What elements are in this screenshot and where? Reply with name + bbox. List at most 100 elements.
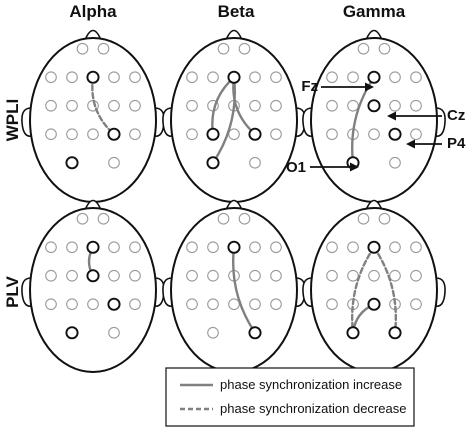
electrode [410,128,422,141]
head-alpha-wpli [21,29,165,203]
electrode [249,71,261,84]
electrode [186,241,198,254]
electrode [45,298,57,311]
electrode [249,99,261,112]
electrode [357,212,370,225]
electrode [87,128,99,141]
annotation-cz-label: Cz [447,107,465,124]
electrode [270,99,282,112]
electrode [410,269,422,282]
electrode-o1-active [65,156,79,170]
electrode [326,241,338,254]
electrode-cz-active [367,99,381,113]
band-title-alpha: Alpha [69,2,117,21]
electrode [347,241,359,254]
electrode [389,99,401,112]
electrode [108,269,120,282]
electrode [410,99,422,112]
electrode [217,212,230,225]
head-outline [310,37,438,203]
electrode [410,71,422,84]
electrode [66,99,78,112]
electrode [368,269,380,282]
annotation-p4-label: P4 [447,135,466,152]
electrode [186,269,198,282]
electrode [66,241,78,254]
electrode [45,99,57,112]
legend-increase-label: phase synchronization increase [220,377,402,392]
electrode-o2-active [388,326,402,340]
electrode [108,71,120,84]
legend-decrease-label: phase synchronization decrease [220,401,406,416]
electrode-annotations: Fz Cz P4 O1 [286,78,466,176]
electrode [87,298,99,311]
electrode [347,269,359,282]
electrode [389,241,401,254]
electrode-o1-active [65,326,79,340]
head-gamma-plv [302,199,446,373]
electrode [207,71,219,84]
electrode [76,212,89,225]
electrode [238,212,251,225]
electrode [45,241,57,254]
electrode [347,99,359,112]
electrode [389,71,401,84]
electrode-fz-active [227,70,241,84]
electrode [326,71,338,84]
legend: phase synchronization increase phase syn… [165,367,415,427]
annotation-fz-label: Fz [301,78,318,95]
electrode [270,71,282,84]
electrode [108,241,120,254]
electrode [270,241,282,254]
electrode [108,326,120,339]
electrode [357,42,370,55]
electrode [389,156,401,169]
head-outline [170,207,298,373]
connection-fz-o1-increase [211,76,236,164]
electrode [270,128,282,141]
electrode-p4-active [248,127,262,141]
electrode [326,269,338,282]
head-panels [21,29,446,373]
head-beta-plv [162,199,306,373]
electrode [249,241,261,254]
band-title-beta: Beta [218,2,255,21]
electrode-o1-active [346,326,360,340]
electrode [368,128,380,141]
head-outline [170,37,298,203]
electrode-p3-active [206,127,220,141]
electrode [186,298,198,311]
electrode [326,128,338,141]
electrode [66,71,78,84]
electrode [97,212,110,225]
electrode [270,298,282,311]
electrode-fz-active [86,240,100,254]
electrode [249,156,261,169]
band-title-gamma: Gamma [343,2,406,21]
electrode [228,128,240,141]
electrode [326,298,338,311]
annotation-o1-label: O1 [286,159,306,176]
electrode [410,241,422,254]
electrode [249,298,261,311]
electrode-cz-active [86,269,100,283]
head-outline [29,207,157,373]
electrode-fz-active [367,70,381,84]
electrode [389,269,401,282]
electrode [347,71,359,84]
electrode [129,71,141,84]
electrode-p4-active [107,127,121,141]
electrode [66,269,78,282]
electrode [45,71,57,84]
electrode [378,42,391,55]
electrode-o1-active [206,156,220,170]
head-beta-wpli [162,29,306,203]
electrode [207,326,219,339]
electrode [129,298,141,311]
electrode [45,128,57,141]
connection-fz-o2-increase [232,246,257,334]
electrode-pz-active [367,297,381,311]
row-label-plv: PLV [3,275,22,307]
electrode [217,42,230,55]
electrode-fz-active [86,70,100,84]
